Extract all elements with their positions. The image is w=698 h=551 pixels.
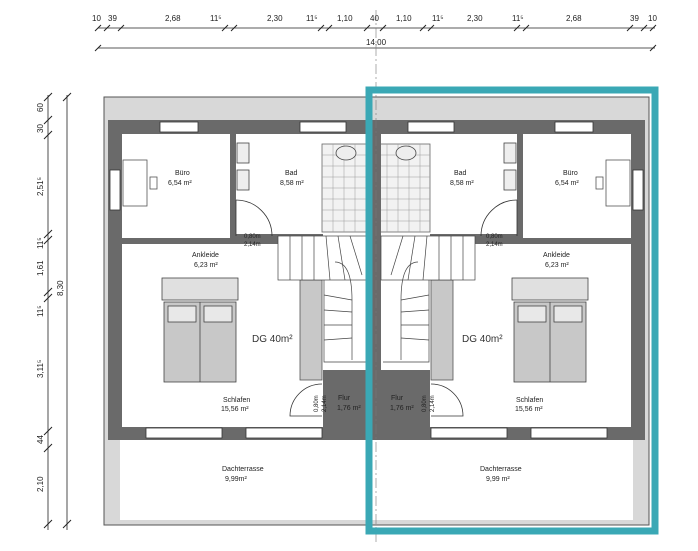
left-dimension-chain <box>43 92 72 530</box>
left-ankleide-area: 6,23 m² <box>194 262 218 269</box>
interior-walls <box>122 134 631 440</box>
dim-left-total: 8,30 <box>56 280 65 296</box>
left-bad-area: 8,58 m² <box>280 180 304 187</box>
dim-left-5: 1,61 <box>36 260 45 276</box>
right-ankleide-name: Ankleide <box>543 252 570 259</box>
right-flur-area: 1,76 m² <box>390 405 414 412</box>
dim-top-5: 2,30 <box>267 14 283 23</box>
dim-top-1: 10 <box>92 14 101 23</box>
right-dachterrasse-name: Dachterrasse <box>480 466 522 473</box>
bath-fixtures-left <box>236 142 357 191</box>
stairs-right <box>380 235 476 363</box>
right-schlafen-name: Schlafen <box>516 397 543 404</box>
dim-top-13: 2,68 <box>566 14 582 23</box>
left-door-flur-w: 0,80m <box>314 395 320 412</box>
right-buero-area: 6,54 m² <box>555 180 579 187</box>
windows-bottom <box>145 427 608 439</box>
dim-top-8: 40 <box>370 14 379 23</box>
dim-top-11: 2,30 <box>467 14 483 23</box>
dim-top-10: 11⁵ <box>432 14 444 23</box>
left-door-flur-h: 2,14m <box>322 395 328 412</box>
right-door-bad-h: 2,14m <box>486 242 503 248</box>
left-dg-label: DG 40m² <box>252 334 293 345</box>
windows-top <box>159 121 594 133</box>
left-door-bad-h: 2,14m <box>244 242 261 248</box>
dim-left-1: 60 <box>36 103 45 112</box>
dim-left-8: 44 <box>36 435 45 444</box>
door-swings <box>235 199 518 417</box>
right-buero-name: Büro <box>563 170 578 177</box>
right-bad-name: Bad <box>454 170 467 177</box>
left-flur-name: Flur <box>338 395 351 402</box>
right-dachterrasse-area: 9,99 m² <box>486 476 510 483</box>
right-bad-area: 8,58 m² <box>450 180 474 187</box>
right-door-bad-w: 0,80m <box>486 234 503 240</box>
left-schlafen-area: 15,56 m² <box>221 406 249 413</box>
left-door-bad-w: 0,80m <box>244 234 261 240</box>
dim-left-3: 2,51⁵ <box>36 177 45 196</box>
windows-side <box>109 169 644 211</box>
dim-left-9: 2,10 <box>36 476 45 492</box>
dim-top-12: 11⁵ <box>512 14 524 23</box>
dim-left-6: 11⁵ <box>36 305 45 317</box>
right-door-flur-h: 2,14m <box>430 395 436 412</box>
left-flur-area: 1,76 m² <box>337 405 361 412</box>
dim-left-7: 3,11⁵ <box>36 360 45 378</box>
dim-left-2: 30 <box>36 124 45 133</box>
dim-top-4: 11⁵ <box>210 14 222 23</box>
terrace-side-right <box>633 440 647 522</box>
stair-core <box>299 279 454 381</box>
dim-top-15: 10 <box>648 14 657 23</box>
highlight-frame <box>365 86 659 535</box>
right-schlafen-area: 15,56 m² <box>515 406 543 413</box>
left-dachterrasse-name: Dachterrasse <box>222 466 264 473</box>
bed-right <box>511 277 589 383</box>
right-ankleide-area: 6,23 m² <box>545 262 569 269</box>
left-bad-name: Bad <box>285 170 298 177</box>
right-dg-label: DG 40m² <box>462 334 503 345</box>
terrace-side-left <box>106 440 120 522</box>
dim-left-4: 11⁵ <box>36 237 45 249</box>
left-schlafen-name: Schlafen <box>223 397 250 404</box>
dim-top-7: 1,10 <box>337 14 353 23</box>
dim-top-2: 39 <box>108 14 117 23</box>
stairs-left <box>277 235 373 363</box>
left-buero-area: 6,54 m² <box>168 180 192 187</box>
right-door-flur-w: 0,80m <box>422 395 428 412</box>
left-ankleide-name: Ankleide <box>192 252 219 259</box>
right-flur-name: Flur <box>391 395 404 402</box>
dim-top-14: 39 <box>630 14 639 23</box>
bath-fixtures-right <box>395 142 517 191</box>
top-dimension-chain <box>94 24 657 52</box>
terrace-area <box>120 440 633 520</box>
dim-top-9: 1,10 <box>396 14 412 23</box>
desk-left <box>122 159 158 207</box>
desk-right <box>595 159 631 207</box>
left-buero-name: Büro <box>175 170 190 177</box>
bed-left <box>161 277 239 383</box>
dim-top-3: 2,68 <box>165 14 181 23</box>
dim-top-6: 11⁵ <box>306 14 318 23</box>
left-dachterrasse-area: 9,99m² <box>225 476 247 483</box>
